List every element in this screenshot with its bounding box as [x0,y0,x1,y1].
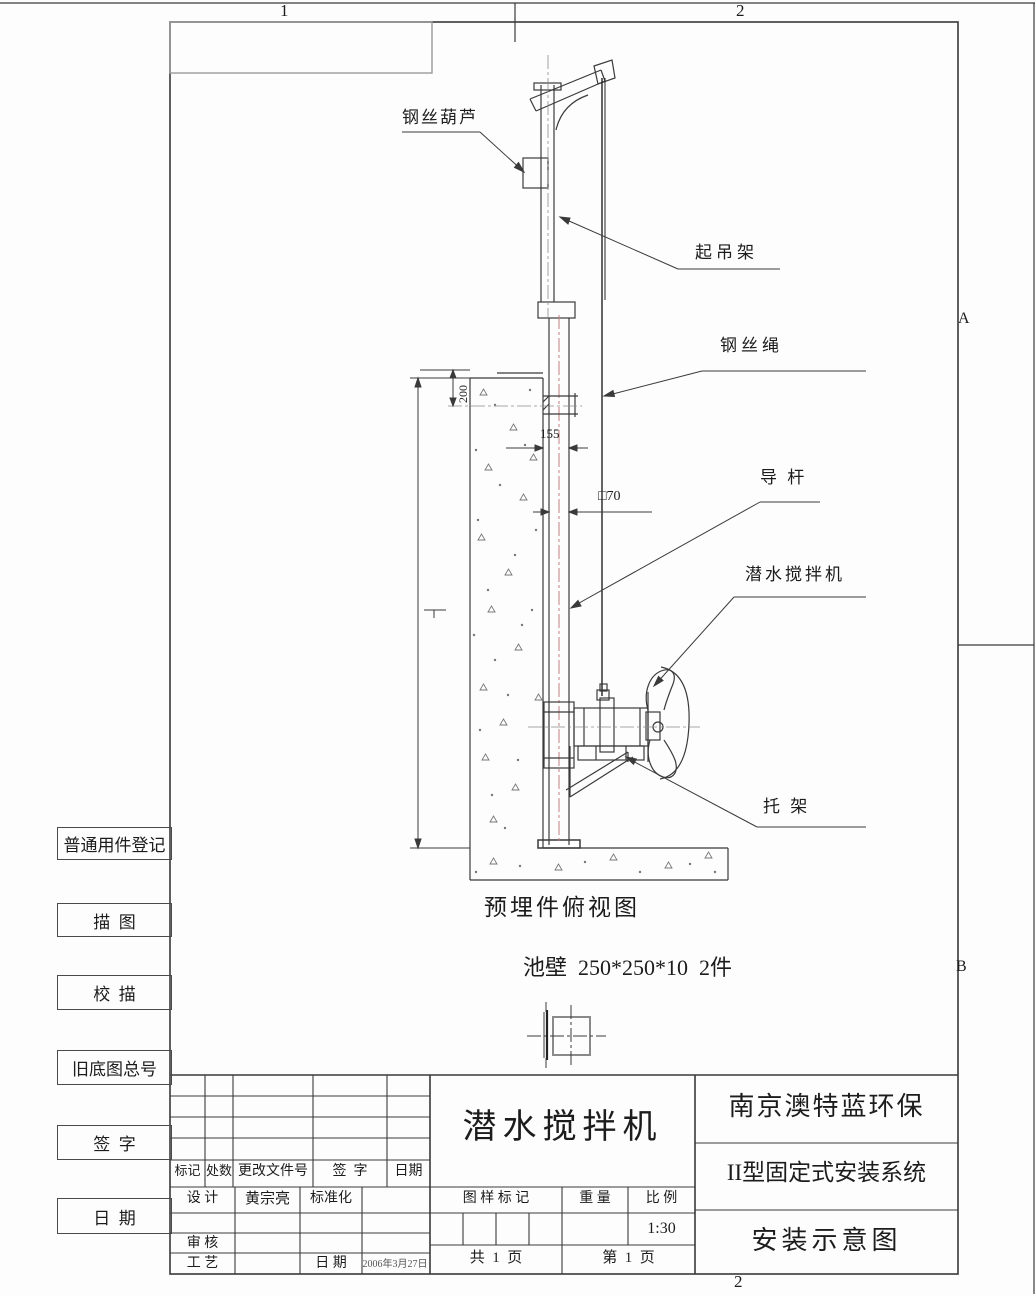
callout-mixer: 潜水搅拌机 [745,565,845,584]
designer-name: 黄宗亮 [244,1191,290,1207]
date-label: 日 期 [315,1256,347,1271]
process-label: 工 艺 [186,1256,219,1271]
rev-header-count: 处数 [205,1163,232,1178]
title-block-grid [170,1074,958,1274]
side-panel-item-date: 日 期 [57,1198,172,1234]
side-panel-item-common-parts: 普通用件登记 [57,827,172,860]
side-panel-item-check-tracing: 校 描 [57,975,172,1010]
zone-label-2-bottom: 2 [734,1272,743,1291]
scale-value: 1:30 [647,1220,676,1237]
callout-wire-rope: 钢丝绳 [720,336,783,355]
sheet-number: 第 1 页 [602,1250,655,1266]
dim-rod-size: □70 [598,489,621,504]
callout-hoist: 钢丝葫芦 [402,108,478,127]
mixer-geometry [528,666,700,780]
side-panel-item-signature: 签 字 [57,1125,172,1160]
callout-bracket: 托 架 [763,797,811,816]
zone-label-1-top: 1 [280,1,289,20]
pool-wall-geometry [469,372,729,881]
dim-wall-gap: 155 [540,426,560,441]
side-panel-item-tracing: 描 图 [57,903,172,937]
rev-header-change-doc-no: 更改文件号 [238,1164,308,1179]
wall-anchor-geometry [448,393,582,417]
zone-label-b: B [956,958,967,975]
drawing-title: 潜水搅拌机 [462,1109,663,1146]
embedded-plate-detail [527,1002,606,1068]
callout-guide-rod: 导 杆 [760,468,808,487]
design-label: 设 计 [186,1191,219,1206]
view-title: 预埋件俯视图 [484,895,640,920]
zone-label-2-top: 2 [736,1,745,20]
date-value: 2006年3月27日 [362,1259,428,1270]
weight-label: 重 量 [579,1191,611,1206]
leader-lines [402,131,866,828]
doc-title: 安装示意图 [751,1226,902,1255]
embedded-plate-spec: 池壁 250*250*10 2件 [523,955,733,980]
concrete-stipple [472,388,717,874]
rev-header-mark: 标记 [174,1163,201,1178]
rev-header-signature: 签 字 [332,1164,368,1179]
drawing-frame [169,21,959,1275]
dimension-lines [410,368,652,850]
callout-lifting-frame: 起吊架 [695,243,758,262]
sheet-total: 共 1 页 [469,1250,523,1266]
support-bracket-geometry [565,746,634,798]
stamp-label: 图 样 标 记 [462,1191,530,1206]
lifting-frame-geometry [522,55,616,318]
standardization-label: 标准化 [310,1191,352,1206]
dim-top-offset: 200 [456,385,470,403]
side-panel-item-old-drawing-no: 旧底图总号 [57,1050,172,1085]
scale-label: 比 例 [645,1191,678,1206]
zone-label-a: A [958,310,970,327]
rev-header-date: 日期 [394,1164,423,1179]
wire-rope-line [601,78,606,696]
audit-label: 审 核 [186,1236,219,1251]
system-name: II型固定式安装系统 [726,1160,927,1185]
company-name: 南京澳特蓝环保 [728,1092,925,1121]
